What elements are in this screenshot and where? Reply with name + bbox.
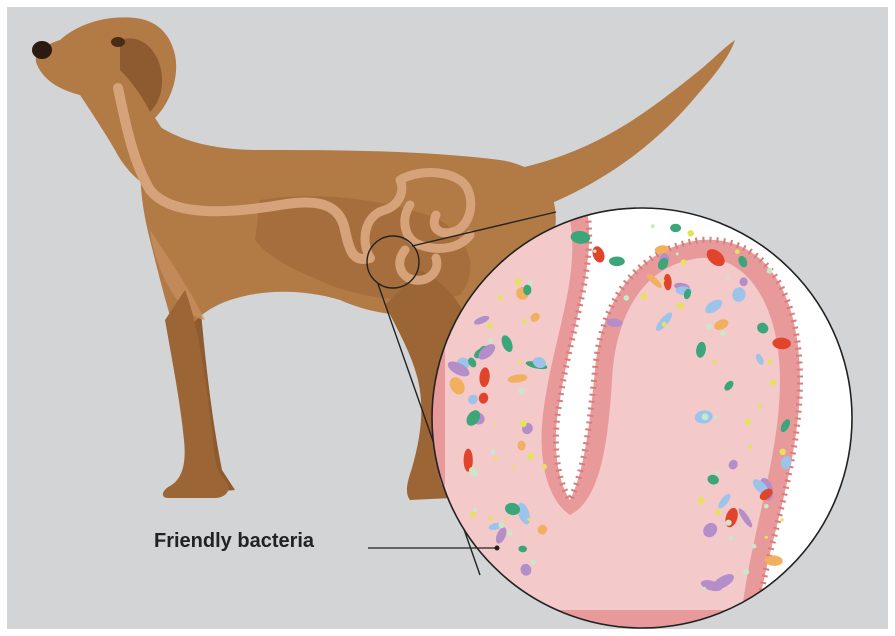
nutrient-particle [780, 518, 783, 521]
nutrient-particle [715, 509, 721, 515]
dog-eye [111, 37, 125, 47]
nutrient-particle [752, 544, 757, 549]
nutrient-particle [488, 516, 492, 520]
nutrient-particle [764, 504, 769, 509]
nutrient-particle [542, 464, 547, 469]
nutrient-particle [624, 295, 630, 301]
nutrient-particle [714, 415, 718, 419]
nutrient-particle [488, 338, 494, 344]
nutrient-particle [745, 419, 751, 425]
nutrient-particle [515, 278, 522, 285]
nutrient-particle [729, 535, 734, 540]
nutrient-particle [676, 253, 679, 256]
dog-nose [32, 41, 52, 59]
nutrient-particle [748, 445, 752, 449]
nutrient-particle [651, 224, 655, 228]
nutrient-particle [767, 359, 772, 364]
nutrient-particle [490, 449, 495, 454]
nutrient-particle [681, 259, 687, 265]
nutrient-particle [473, 508, 477, 512]
nutrient-particle [770, 379, 776, 385]
friendly-bacteria-label: Friendly bacteria [154, 530, 314, 553]
label-pointer-dot [495, 546, 500, 551]
nutrient-particle [507, 530, 513, 536]
nutrient-particle [767, 268, 773, 274]
nutrient-particle [494, 422, 497, 425]
nutrient-particle [765, 536, 768, 539]
nutrient-particle [726, 520, 732, 526]
nutrient-particle [499, 522, 505, 528]
nutrient-particle [470, 512, 476, 518]
nutrient-particle [498, 295, 503, 300]
nutrient-particle [661, 279, 664, 282]
nutrient-particle [780, 449, 786, 455]
nutrient-particle [527, 281, 532, 286]
nutrient-particle [706, 324, 712, 330]
nutrient-particle [687, 230, 694, 237]
nutrient-particle [758, 404, 762, 408]
nutrient-particle [715, 471, 719, 475]
nutrient-particle [512, 465, 515, 468]
nutrient-particle [677, 303, 684, 310]
nutrient-particle [662, 322, 667, 327]
nutrient-particle [518, 388, 525, 395]
bacterium [670, 224, 681, 232]
nutrient-particle [703, 587, 706, 590]
nutrient-particle [522, 319, 526, 323]
nutrient-particle [519, 360, 523, 364]
nutrient-particle [720, 331, 726, 337]
nutrient-particle [487, 323, 493, 329]
nutrient-particle [531, 560, 536, 565]
nutrient-particle [713, 360, 717, 364]
nutrient-particle [743, 569, 749, 575]
nutrient-particle [702, 414, 709, 421]
nutrient-particle [520, 420, 527, 427]
nutrient-particle [593, 250, 596, 253]
nutrient-particle [698, 497, 705, 504]
nutrient-particle [527, 453, 534, 460]
nutrient-particle [726, 276, 729, 279]
nutrient-particle [494, 457, 497, 460]
nutrient-particle [527, 518, 530, 521]
nutrient-particle [735, 250, 740, 255]
nutrient-particle [505, 518, 508, 521]
nutrient-particle [469, 467, 475, 473]
nutrient-particle [641, 293, 647, 299]
